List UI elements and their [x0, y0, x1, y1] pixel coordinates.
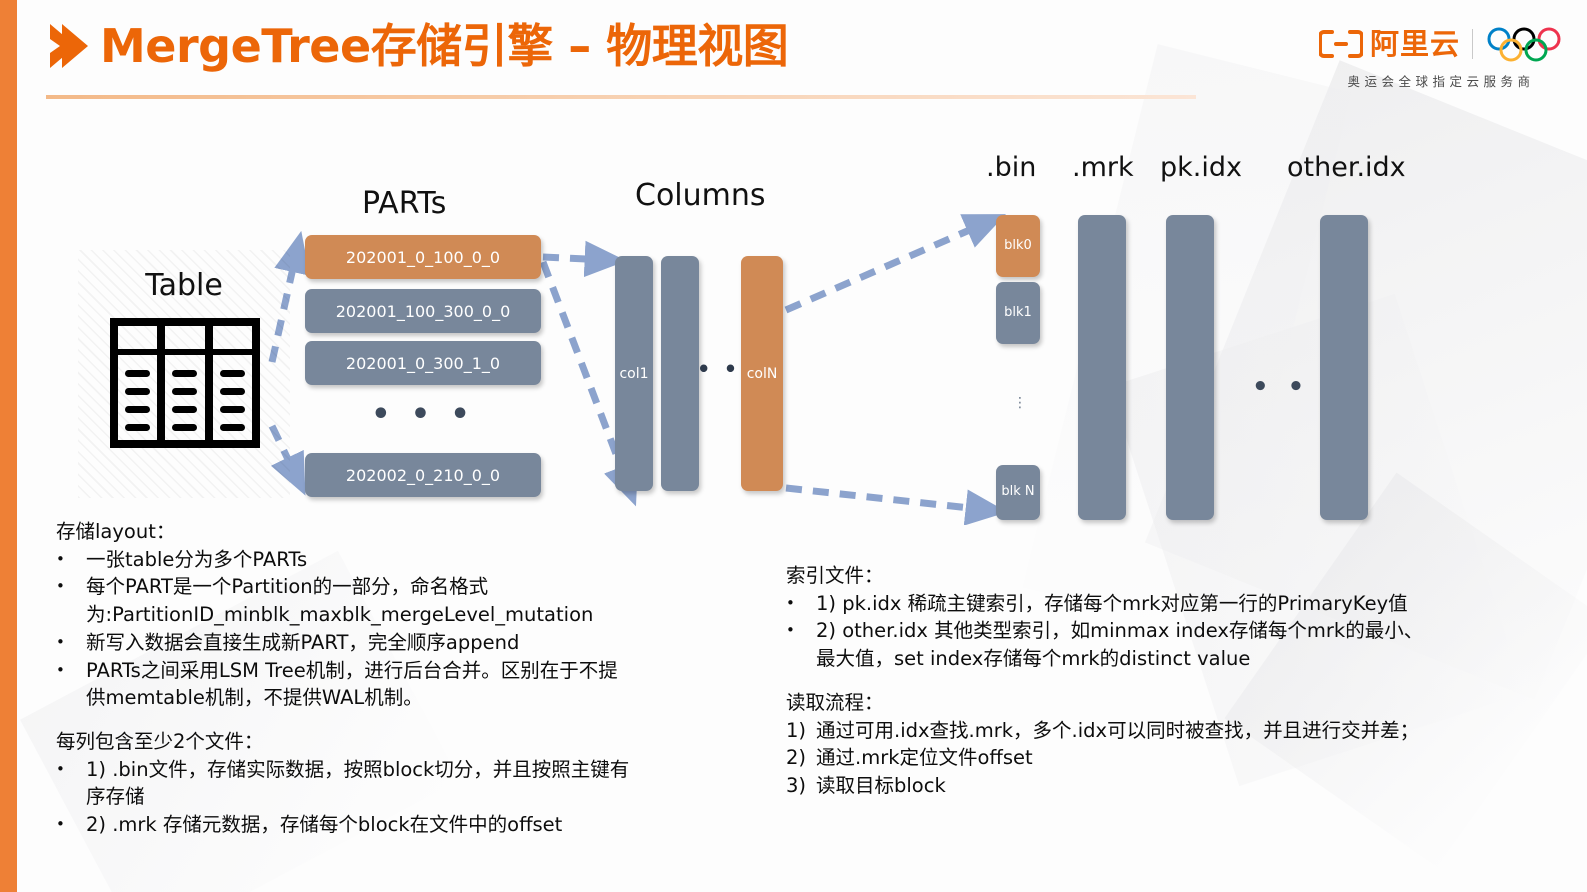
paragraph-spacer: [786, 673, 1576, 689]
bullet-item: • 1) .bin文件，存储实际数据，按照block切分，并且按照主键有 序存储: [56, 756, 756, 811]
bullet-marker: •: [786, 593, 795, 612]
bullet-item: • PARTs之间采用LSM Tree机制，进行后台合并。区别在于不提 供mem…: [56, 657, 756, 712]
read-flow-heading: 读取流程：: [786, 690, 884, 714]
numbered-text: 通过可用.idx查找.mrk，多个.idx可以同时被查找，并且进行交并差；: [816, 718, 1420, 742]
bullet-item: • 2) .mrk 存储元数据，存储每个block在文件中的offset: [56, 811, 756, 839]
arrow-table-to-last-part: [268, 424, 306, 496]
arrow-column-to-first-block: [784, 214, 1006, 314]
part-box[interactable]: 202001_100_300_0_0: [305, 289, 541, 333]
brand-logo: 阿里云 奥运会全球指定云服务商: [1318, 26, 1563, 90]
title-row: MergeTree存储引擎 – 物理视图: [46, 19, 789, 73]
table-grid-icon: [110, 318, 260, 448]
page-title: MergeTree存储引擎 – 物理视图: [100, 19, 789, 73]
bin-block[interactable]: blk1: [996, 282, 1040, 344]
mrk-file-bar[interactable]: [1078, 215, 1126, 520]
pkidx-file-bar[interactable]: [1166, 215, 1214, 520]
paragraph-spacer: [56, 712, 756, 728]
numbered-marker: 2): [786, 746, 807, 770]
numbered-text: 通过.mrk定位文件offset: [816, 746, 1033, 770]
arrow-part-to-column-top: [542, 240, 627, 278]
brand-tagline: 奥运会全球指定云服务商: [1347, 74, 1535, 89]
part-box[interactable]: 202001_0_100_0_0: [305, 235, 541, 279]
connector-arrows-layer: [268, 214, 1008, 525]
storage-layout-heading: 存储layout：: [56, 520, 176, 543]
column-bar[interactable]: col1: [615, 256, 653, 491]
brand-mark: 阿里云: [1318, 26, 1460, 61]
bullet-marker: •: [56, 759, 65, 778]
bullet-marker: •: [56, 815, 65, 833]
bullet-item: • 新写入数据会直接生成新PART，完全顺序append: [56, 629, 756, 657]
bullet-marker: •: [56, 577, 65, 596]
title-underline: [46, 95, 1196, 99]
bullet-text: 2) .mrk 存储元数据，存储每个block在文件中的offset: [86, 813, 563, 836]
file-column-title: .bin: [986, 152, 1037, 183]
numbered-item: 3) 读取目标block: [786, 772, 1576, 800]
brand-name: 阿里云: [1369, 26, 1460, 61]
file-column-title: pk.idx: [1160, 152, 1242, 183]
arrow-column-to-last-block: [785, 484, 1008, 525]
chevron-right-icon: [50, 24, 88, 68]
slide-header: MergeTree存储引擎 – 物理视图 阿里云: [0, 0, 1587, 110]
table-label: Table: [145, 268, 223, 303]
parts-ellipsis: • • •: [371, 397, 475, 432]
left-text-column: 存储layout： • 一张table分为多个PARTs • 每个PART是一个…: [56, 518, 756, 839]
olympic-rings-icon: [1487, 27, 1561, 62]
table-block: Table: [78, 250, 290, 498]
arrow-table-to-first-part: [268, 230, 310, 363]
numbered-item: 2) 通过.mrk定位文件offset: [786, 744, 1576, 772]
file-column-title: .mrk: [1072, 152, 1134, 183]
bullet-text: 每个PART是一个Partition的一部分，命名格式 为:PartitionI…: [86, 575, 594, 627]
column-bar[interactable]: [661, 256, 699, 491]
bullet-text: PARTs之间采用LSM Tree机制，进行后台合并。区别在于不提 供memta…: [86, 658, 618, 710]
bullet-text: 一张table分为多个PARTs: [86, 547, 308, 571]
numbered-text: 读取目标block: [816, 773, 946, 797]
bullet-text: 1) .bin文件，存储实际数据，按照block切分，并且按照主键有 序存储: [86, 757, 630, 809]
bullet-item: • 每个PART是一个Partition的一部分，命名格式 为:Partitio…: [56, 573, 756, 628]
bullet-text: 2) other.idx 其他类型索引，如minmax index存储每个mrk…: [816, 619, 1424, 671]
architecture-diagram: Table: [0, 110, 1587, 525]
part-box[interactable]: 202002_0_210_0_0: [305, 453, 541, 497]
bin-vertical-ellipsis: ⋮: [1013, 395, 1027, 411]
arrow-part-to-column-bottom: [539, 260, 639, 507]
right-text-column: 索引文件： • 1) pk.idx 稀疏主键索引，存储每个mrk对应第一行的Pr…: [786, 562, 1576, 800]
alibaba-cloud-logo-icon: [1318, 30, 1363, 58]
numbered-marker: 3): [786, 773, 807, 797]
bullet-text: 1) pk.idx 稀疏主键索引，存储每个mrk对应第一行的PrimaryKey…: [816, 591, 1408, 615]
bullet-marker: •: [56, 660, 65, 679]
column-files-heading: 每列包含至少2个文件：: [56, 729, 264, 753]
bullet-item: • 1) pk.idx 稀疏主键索引，存储每个mrk对应第一行的PrimaryK…: [786, 590, 1576, 618]
bullet-text: 新写入数据会直接生成新PART，完全顺序append: [86, 630, 520, 654]
bullet-marker: •: [786, 621, 795, 640]
file-column-title: other.idx: [1287, 152, 1406, 183]
otheridx-file-bar[interactable]: [1320, 215, 1368, 520]
index-files-heading: 索引文件：: [786, 564, 884, 587]
left-accent-bar: [0, 0, 17, 892]
brand-divider: [1472, 29, 1473, 59]
numbered-item: 1) 通过可用.idx查找.mrk，多个.idx可以同时被查找，并且进行交并差；: [786, 717, 1576, 745]
numbered-marker: 1): [786, 718, 807, 742]
part-box[interactable]: 202001_0_300_1_0: [305, 341, 541, 385]
brand-top-row: 阿里云: [1318, 26, 1563, 62]
bin-block[interactable]: blk0: [996, 215, 1040, 277]
bin-block[interactable]: blk N: [996, 465, 1040, 520]
bullet-marker: •: [56, 549, 65, 568]
bullet-item: • 一张table分为多个PARTs: [56, 546, 756, 574]
bullet-item: • 2) other.idx 其他类型索引，如minmax index存储每个m…: [786, 617, 1576, 672]
parts-section-title: PARTs: [362, 186, 447, 221]
columns-section-title: Columns: [635, 178, 766, 213]
bullet-marker: •: [56, 632, 65, 651]
column-bar[interactable]: colN: [741, 256, 783, 491]
